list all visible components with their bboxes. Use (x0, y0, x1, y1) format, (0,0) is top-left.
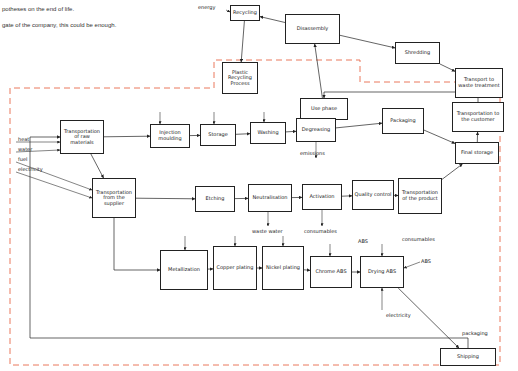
flow-label: waste water (252, 228, 283, 234)
box-text: Final storage (457, 150, 497, 156)
box-text: Use phase (302, 106, 346, 112)
process-box: Nickel plating (262, 246, 304, 290)
flow-arrow (30, 137, 468, 348)
process-box: Shredding (395, 42, 440, 64)
process-box: Etching (195, 186, 235, 212)
flow-arrow (424, 130, 455, 143)
note-text: potheses on the end of life. (2, 6, 74, 12)
box-text: Neutralisation (250, 195, 290, 201)
process-box: Storage (200, 124, 236, 146)
flow-arrow (260, 17, 285, 23)
process-box: Final storage (455, 142, 499, 164)
process-box: Shipping (440, 348, 496, 366)
flow-label: energy (198, 4, 215, 10)
box-text: Drying ABS (362, 269, 402, 275)
box-text: Storage (202, 132, 234, 138)
flow-label: ABS (421, 258, 431, 264)
flow-arrow (440, 64, 455, 71)
system-boundary (10, 60, 500, 365)
process-box: Neutralisation (248, 184, 292, 212)
process-box: Metallization (160, 250, 208, 290)
box-text: Transport to waste treatment (457, 77, 501, 88)
flow-label: packaging (462, 330, 488, 336)
box-text: Nickel plating (264, 265, 302, 271)
flow-label: heat (18, 136, 29, 142)
flow-arrow (292, 197, 302, 198)
flow-arrow (114, 218, 160, 270)
process-box: Transportation to the customer (452, 102, 504, 132)
note-text: gate of the company, this could be enoug… (2, 22, 116, 28)
box-text: Shipping (442, 354, 494, 360)
flow-arrow (91, 154, 104, 178)
flow-arrow (336, 123, 382, 128)
flow-arrow (342, 195, 352, 196)
box-text: Recycling (232, 10, 258, 16)
flow-label: fuel (18, 156, 27, 162)
box-text: Quality control (354, 192, 392, 198)
process-box: Degreasing (296, 118, 336, 142)
flow-arrow (340, 35, 395, 48)
flow-label: water (18, 146, 32, 152)
process-box: Packaging (382, 108, 424, 134)
flow-label: ABS (358, 238, 368, 244)
process-box: Chrome ABS (310, 256, 352, 288)
box-text: Packaging (384, 118, 422, 124)
box-text: Plastic Recycling Process (224, 70, 256, 87)
flow-arrow (477, 132, 478, 142)
box-text: Transportation of raw materials (62, 129, 102, 146)
box-text: Transportation to the customer (454, 111, 502, 122)
box-text: Degreasing (298, 127, 334, 133)
flow-arrow (315, 44, 323, 98)
flow-arrow (398, 288, 459, 348)
process-box: Quality control (352, 180, 394, 210)
box-text: Chrome ABS (312, 269, 350, 275)
flow-arrow (352, 272, 360, 273)
process-box: Disassembly (285, 14, 340, 44)
process-box: Use phase (300, 98, 348, 120)
process-box: Transport to waste treatment (455, 68, 503, 98)
process-box: Plastic Recycling Process (222, 62, 258, 94)
process-box: Activation (302, 184, 342, 210)
process-box: Washing (250, 122, 286, 144)
box-text: Transportation from the supplier (94, 190, 134, 207)
box-text: Transportation of the product (400, 190, 440, 201)
box-text: Disassembly (287, 26, 338, 32)
process-box: Recycling (230, 5, 260, 21)
flow-arrow (442, 164, 462, 179)
flow-arrow (104, 136, 150, 138)
flow-label: emissions (300, 150, 325, 156)
process-box: Injection moulding (150, 124, 190, 148)
flow-label: consumables (402, 236, 435, 242)
flow-label: consumables (304, 228, 337, 234)
process-box: Transportation of raw materials (60, 120, 104, 154)
box-text: Activation (304, 194, 340, 200)
box-text: Metallization (162, 267, 206, 273)
flow-label: electricity (386, 312, 411, 318)
flow-lines (16, 10, 420, 310)
process-box: Copper plating (213, 246, 257, 290)
box-text: Copper plating (215, 265, 255, 271)
flow-arrow (241, 21, 244, 62)
box-text: Etching (197, 196, 233, 202)
flow-arrow (136, 198, 195, 200)
box-text: Washing (252, 130, 284, 136)
process-box: Drying ABS (360, 256, 404, 288)
flow-arrow (286, 131, 296, 133)
box-text: Injection moulding (152, 130, 188, 141)
process-box: Transportation of the product (398, 178, 442, 214)
box-text: Shredding (397, 50, 438, 56)
process-box: Transportation from the supplier (92, 178, 136, 218)
flow-arrow (190, 135, 200, 136)
flow-label: electricity (18, 166, 43, 172)
flow-arrow (235, 198, 248, 199)
flow-arrow (236, 133, 250, 135)
